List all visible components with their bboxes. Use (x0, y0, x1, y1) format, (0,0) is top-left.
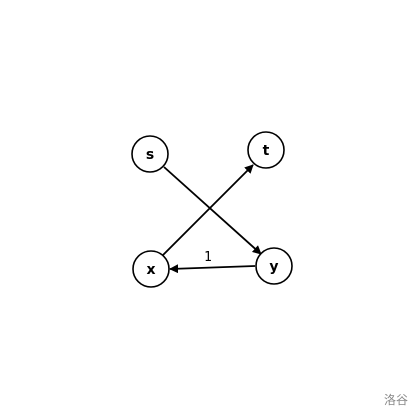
edge-y-to-x (169, 264, 256, 274)
node-label-s: s (146, 147, 154, 163)
node-t: t (247, 131, 285, 169)
node-x: x (132, 250, 170, 288)
edge-label-y-x: 1 (204, 250, 212, 265)
node-s: s (131, 135, 169, 173)
watermark-text: 洛谷 (383, 393, 408, 407)
node-label-t: t (263, 143, 270, 159)
edge-s-to-y (163, 166, 262, 255)
node-label-x: x (146, 262, 155, 278)
node-label-y: y (269, 259, 278, 275)
edge-x-to-t (162, 164, 254, 256)
node-y: y (255, 247, 293, 285)
